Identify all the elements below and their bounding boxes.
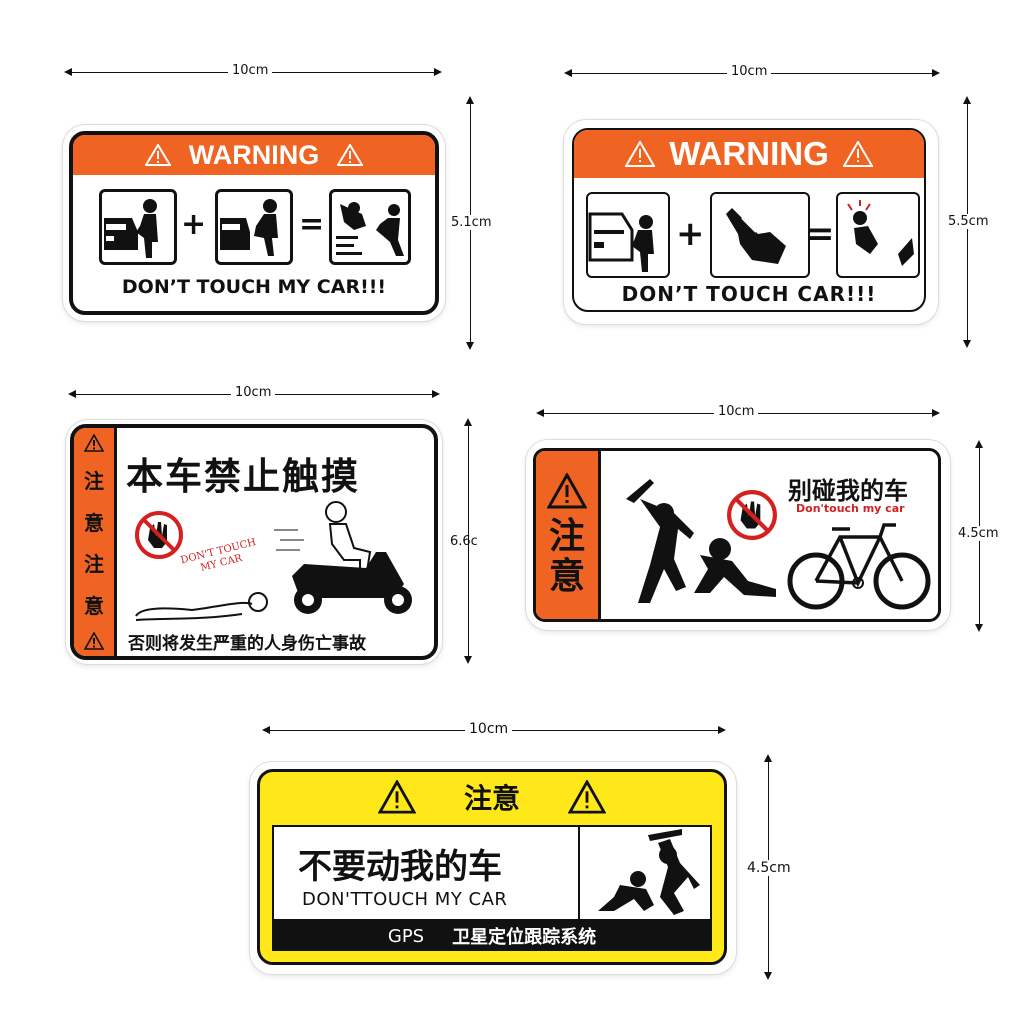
- sticker-4-frame: 注 意 别碰我的车 Don'touch my car: [533, 448, 941, 622]
- equals-sign: =: [806, 214, 835, 254]
- s2-width-label: 10cm: [727, 64, 772, 79]
- no-touch-icon: [135, 511, 183, 559]
- panel-person-kicking-car: [215, 189, 293, 265]
- plus-sign: +: [181, 207, 207, 242]
- panel-person-struck: [836, 192, 920, 278]
- panel-finger-touch: [710, 192, 810, 278]
- footer-gps: GPS: [387, 925, 425, 947]
- sticker-4-title: 别碰我的车: [788, 477, 908, 505]
- warning-triangle-icon: [625, 141, 656, 167]
- s3-height-label: 6.6c: [450, 534, 478, 549]
- footer-text: 卫星定位跟踪系统: [452, 927, 597, 948]
- s2-height-label: 5.5cm: [944, 214, 993, 229]
- car-icon: [588, 212, 654, 272]
- warning-triangle-icon: [337, 144, 364, 166]
- plus-sign: +: [676, 214, 705, 254]
- no-touch-icon: [727, 490, 777, 540]
- sticker-3-footer: 否则将发生严重的人身伤亡事故: [128, 634, 366, 654]
- warning-triangle-icon: [84, 434, 104, 453]
- sticker-5-footer: GPS 卫星定位跟踪系统: [272, 921, 712, 951]
- sticker-3: 注 意 注 意 本车禁止触摸 DON'T TOUCH MY CAR 否则将发生严…: [66, 420, 442, 664]
- equals-sign: =: [299, 207, 325, 242]
- warning-triangle-icon: [842, 141, 873, 167]
- sticker-3-divider: [114, 428, 117, 656]
- sticker-5-header: 注意: [260, 772, 724, 822]
- bicycle-icon: [787, 523, 931, 610]
- sticker-4: 注 意 别碰我的车 Don'touch my car: [526, 440, 950, 630]
- sticker-3-title: 本车禁止触摸: [126, 455, 360, 498]
- sticker-5-title: 不要动我的车: [298, 847, 502, 887]
- stick-figure-icon: [626, 479, 776, 603]
- warning-triangle-icon: [144, 144, 171, 166]
- sticker-1-caption: DON’T TOUCH MY CAR!!!: [121, 276, 387, 298]
- side-char: 意: [84, 510, 104, 535]
- s3-height-line: [464, 418, 472, 664]
- sticker-1-frame: WARNING + = DON’T TOUCH MY CAR!!!: [69, 131, 439, 315]
- sticker-5-body: 不要动我的车 DON'TTOUCH MY CAR: [272, 825, 712, 921]
- side-char: 注: [84, 552, 104, 577]
- warning-triangle-icon: [568, 780, 606, 814]
- sticker-2-caption: DON’T TOUCH CAR!!!: [621, 282, 877, 306]
- hand-icon: [726, 208, 786, 264]
- warning-banner: WARNING: [73, 135, 435, 175]
- sticker-2: WARNING + = DON’T TOUCH CAR!!!: [564, 120, 938, 324]
- stick-figure-icon: [135, 592, 268, 621]
- header-text: 注意: [463, 782, 520, 815]
- sticker-1: WARNING + = DON’T TOUCH MY CAR!!!: [63, 125, 445, 321]
- sticker-4-subtitle: Don'touch my car: [796, 502, 905, 515]
- panel-person-at-car: [99, 189, 177, 265]
- s1-height-label: 5.1cm: [447, 215, 496, 230]
- sticker-5-frame: 注意 不要动我的车 DON'TTOUCH MY CAR GPS 卫星定位跟踪系统: [257, 769, 727, 965]
- s1-width-label: 10cm: [228, 63, 273, 78]
- s5-width-label: 10cm: [465, 721, 513, 737]
- panel-person-kicked: [329, 189, 411, 265]
- warning-triangle-icon: [377, 780, 416, 814]
- sticker-5-divider: [578, 827, 580, 919]
- sticker-5: 注意 不要动我的车 DON'TTOUCH MY CAR GPS 卫星定位跟踪系统: [250, 762, 736, 974]
- car-icon: [220, 199, 278, 256]
- stick-figure-icon: [336, 202, 404, 256]
- warning-banner-text: WARNING: [669, 135, 829, 172]
- scribble-text: DON'T TOUCH MY CAR: [179, 537, 258, 574]
- sticker-3-frame: 注 意 注 意 本车禁止触摸 DON'T TOUCH MY CAR 否则将发生严…: [70, 424, 438, 660]
- warning-banner-text: WARNING: [188, 139, 320, 170]
- stick-figure-icon: [847, 200, 914, 266]
- side-char: 注: [548, 516, 585, 557]
- scooter-icon: [274, 501, 412, 614]
- warning-triangle-icon: [547, 473, 587, 509]
- side-char: 注: [84, 468, 104, 493]
- side-strip: 注 意 注 意: [74, 428, 114, 656]
- s4-height-label: 4.5cm: [954, 526, 1003, 541]
- sticker-2-frame: WARNING + = DON’T TOUCH CAR!!!: [572, 128, 926, 312]
- s3-width-label: 10cm: [231, 385, 276, 400]
- warning-triangle-icon: [84, 631, 104, 650]
- stick-figure-icon: [598, 829, 700, 915]
- sticker-5-subtitle: DON'TTOUCH MY CAR: [302, 889, 508, 910]
- side-char: 意: [548, 556, 585, 597]
- s4-width-label: 10cm: [714, 404, 759, 419]
- sticker-4-divider: [598, 451, 601, 619]
- side-char: 意: [84, 593, 104, 618]
- car-icon: [104, 199, 158, 258]
- side-strip: 注 意: [536, 451, 598, 619]
- panel-person-at-car: [586, 192, 670, 278]
- s5-height-label: 4.5cm: [743, 860, 795, 876]
- warning-banner: WARNING: [574, 130, 924, 178]
